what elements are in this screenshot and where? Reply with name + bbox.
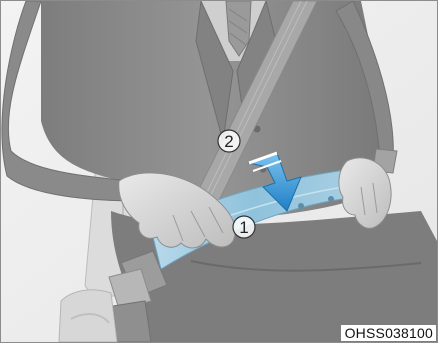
lap-belt-rivet [328,196,334,202]
figure-code: OHSS038100 [341,325,436,341]
callout-2-label: 2 [224,132,233,151]
buckle-stalk [113,301,151,342]
callout-1-label: 1 [239,218,248,237]
lap-belt-rivet [298,203,304,209]
callout-2: 2 [218,130,240,152]
callout-1: 1 [233,216,255,238]
seat-cushion [59,290,117,342]
